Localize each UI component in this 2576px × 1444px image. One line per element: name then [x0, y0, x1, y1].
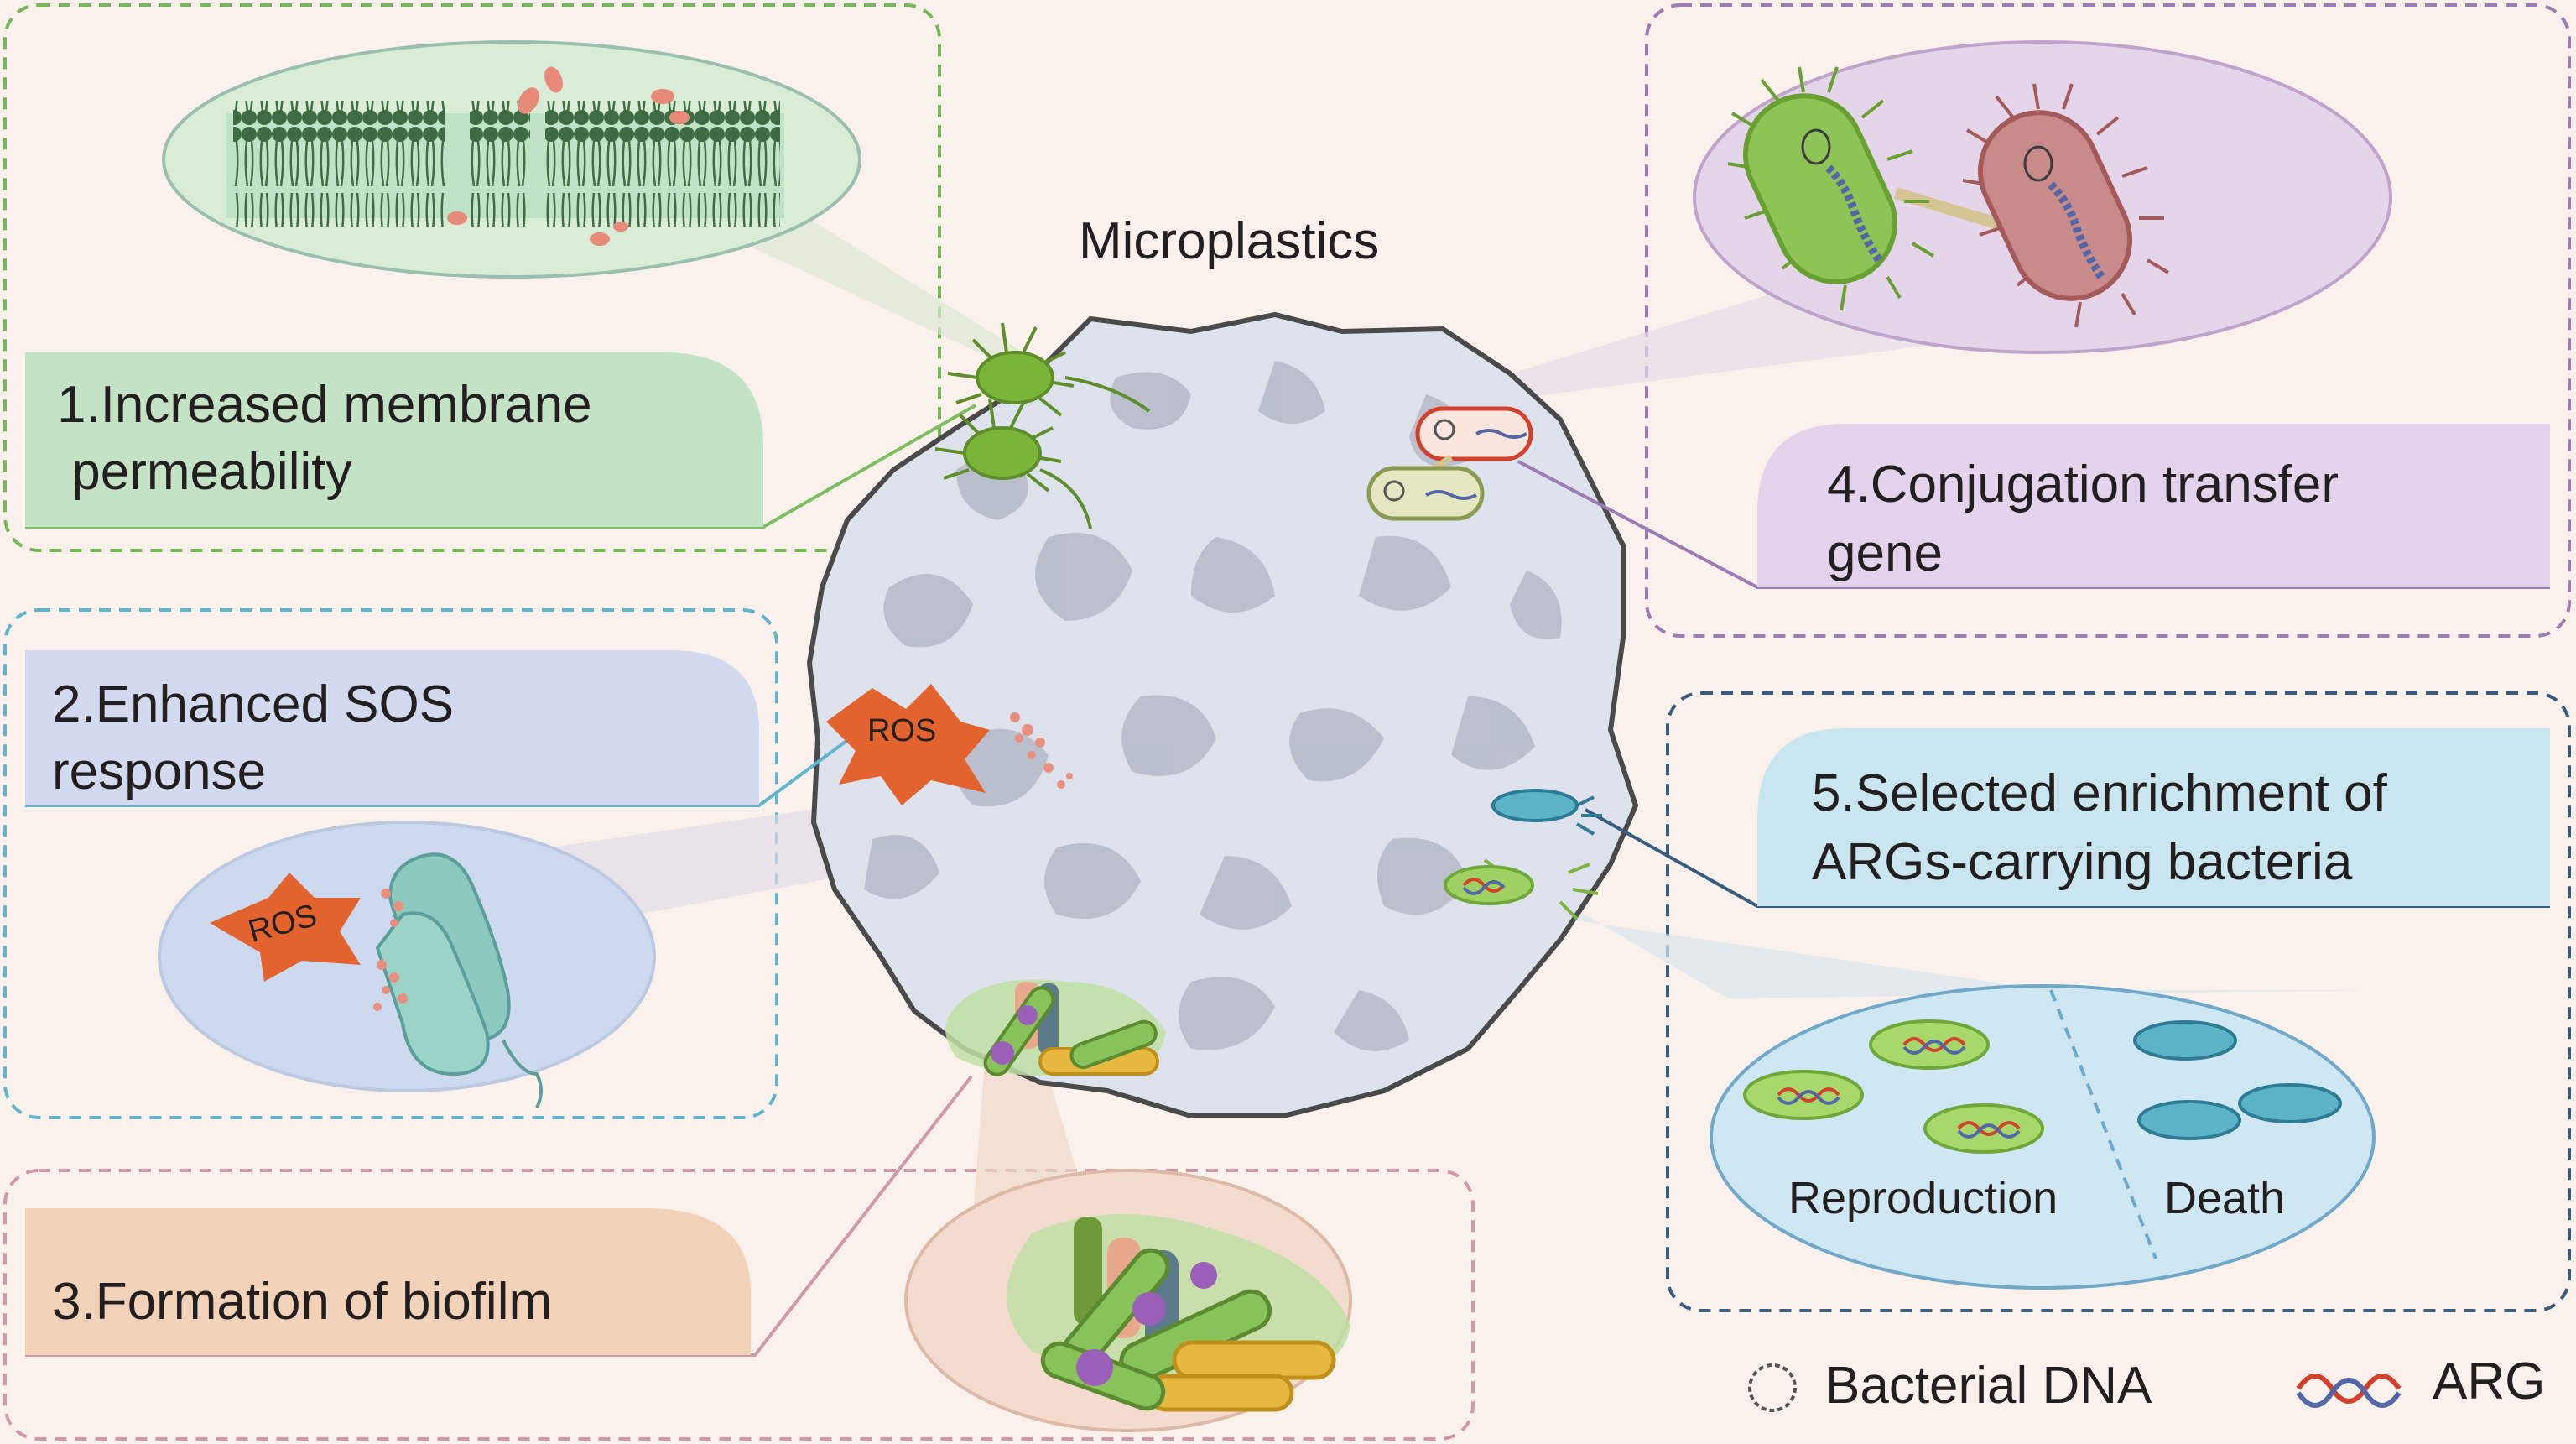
panel-border-1 — [3, 3, 941, 552]
reproducing-bacteria — [1743, 1019, 2044, 1154]
biofilm-cluster — [945, 979, 1166, 1076]
lipid-bilayer-left — [233, 101, 445, 227]
label-tab-3 — [25, 1208, 751, 1355]
reproduction-label: Reproduction — [1788, 1173, 2058, 1223]
panel-border-3 — [3, 1169, 1475, 1441]
ros-label-main: ROS — [867, 713, 937, 748]
microplastics-title: Microplastics — [1079, 212, 1380, 270]
mechanism-1-line-2: permeability — [57, 443, 352, 501]
dead-bacteria — [2133, 1020, 2342, 1140]
death-label: Death — [2164, 1173, 2286, 1223]
arg-legend-icon — [2296, 1374, 2402, 1408]
lipid-bilayer-mid — [470, 101, 530, 227]
mechanism-1-line-1: 1.Increased membrane — [57, 376, 592, 434]
lipid-bilayer-right — [545, 101, 780, 227]
dna-legend-icon — [1748, 1363, 1797, 1412]
panel-border-4 — [1645, 3, 2571, 638]
legend-arg-label: ARG — [2433, 1353, 2546, 1410]
ros-star-zoom — [210, 873, 361, 982]
enrichment-zoom — [1710, 984, 2376, 1290]
ros-star-main — [826, 684, 990, 805]
label-tab-5 — [1757, 728, 2550, 906]
mechanism-3-line-1: 3.Formation of biofilm — [52, 1273, 553, 1331]
green-bacteria-cluster — [934, 322, 1151, 529]
mechanism-5-line-2: ARGs-carrying bacteria — [1812, 833, 2353, 891]
donor-bacterium — [1727, 66, 1935, 311]
label-tab-2 — [25, 650, 759, 805]
mechanism-5-line-1: 5.Selected enrichment of — [1812, 764, 2387, 822]
mechanism-2-line-1: 2.Enhanced SOS — [52, 675, 455, 733]
label-tab-4 — [1757, 424, 2550, 587]
mechanism-4-line-2: gene — [1827, 524, 1943, 582]
mechanism-2-line-2: response — [52, 743, 267, 800]
legend-dna-label: Bacterial DNA — [1825, 1357, 2152, 1415]
recipient-bacterium — [1962, 83, 2170, 328]
label-tab-1 — [25, 352, 763, 527]
mechanism-4-line-1: 4.Conjugation transfer — [1827, 456, 2339, 513]
